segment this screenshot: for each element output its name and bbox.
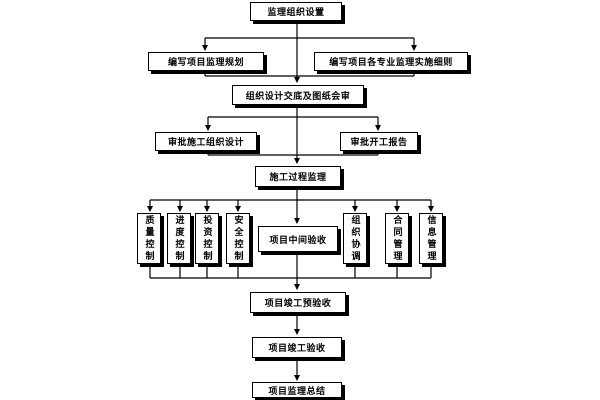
node-quality-label: 质量控制	[143, 214, 154, 263]
node-plan: 编写项目监理规划	[148, 52, 264, 71]
node-approve-start: 审批开工报告	[340, 132, 418, 151]
node-contract-label: 合同管理	[391, 214, 402, 263]
node-review: 组织设计交底及图纸会审	[232, 85, 364, 105]
node-coordination-label: 组织协调	[349, 214, 360, 263]
node-coordination: 组织协调	[343, 213, 367, 264]
node-info-label: 信息管理	[425, 214, 436, 263]
node-info: 信息管理	[419, 213, 443, 264]
node-supervision: 施工过程监理	[255, 166, 341, 187]
node-progress-label: 进度控制	[173, 214, 184, 263]
node-investment: 投资控制	[195, 213, 219, 264]
node-approve-design: 审批施工组织设计	[155, 132, 257, 151]
node-contract: 合同管理	[385, 213, 409, 264]
node-quality: 质量控制	[137, 213, 161, 264]
node-safety: 安全控制	[226, 213, 250, 264]
node-details: 编写项目各专业监理实施细则	[314, 52, 468, 71]
node-summary: 项目监理总结	[252, 382, 342, 398]
node-safety-label: 安全控制	[232, 214, 243, 263]
node-precheck: 项目竣工预验收	[250, 292, 346, 313]
node-progress: 进度控制	[167, 213, 191, 264]
node-investment-label: 投资控制	[201, 214, 212, 263]
node-finalcheck: 项目竣工验收	[252, 337, 342, 358]
node-midcheck: 项目中间验收	[258, 226, 338, 252]
node-setup: 监理组织设置	[250, 2, 342, 21]
